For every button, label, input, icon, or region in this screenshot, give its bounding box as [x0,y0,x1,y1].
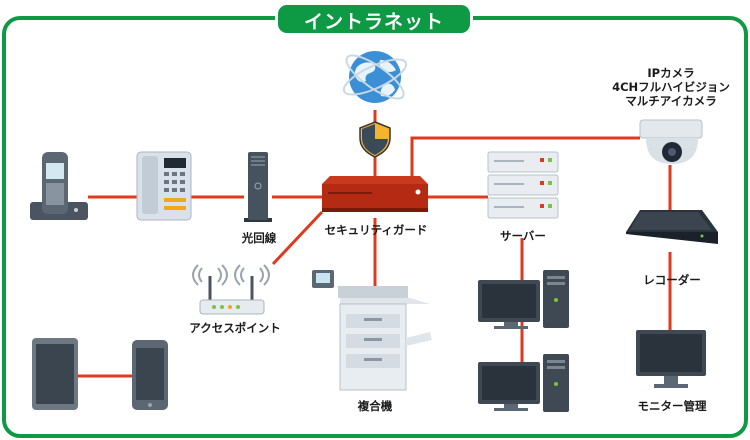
access-point-icon [192,264,270,315]
label-monitor: モニター管理 [637,399,707,413]
desk-phone-icon [136,151,192,221]
label-recorder: レコーダー [643,273,701,287]
dome-camera-icon [639,119,703,164]
label-mfp: 複合機 [357,399,393,413]
desktop-pc-icon [478,354,569,412]
label-access-point: アクセスポイント [189,321,281,335]
cordless-phone-icon [30,152,88,220]
globe-icon [342,51,408,103]
monitor-icon [636,330,706,388]
label-security-guard: セキュリティガード [324,223,428,237]
link-guard-to-camera [410,136,640,178]
smartphone-icon [132,340,168,410]
recorder-icon [626,210,718,244]
desktop-pc-icon [478,270,569,329]
label-server: サーバー [500,229,546,243]
label-camera-line1: IPカメラ [647,66,695,80]
shield-icon [359,121,391,158]
optical-terminal-icon [244,152,272,222]
link-guard-to-accesspoint [271,210,324,266]
tablet-icon [32,338,78,410]
multifunction-printer-icon [312,270,432,391]
security-guard-device [322,176,428,212]
server-icon [487,151,559,219]
label-optical-line: 光回線 [241,231,277,245]
label-camera-line3: マルチアイカメラ [625,94,717,108]
label-camera-line2: 4CHフルハイビジョン [612,80,730,94]
page-title: イントラネット [275,2,473,36]
